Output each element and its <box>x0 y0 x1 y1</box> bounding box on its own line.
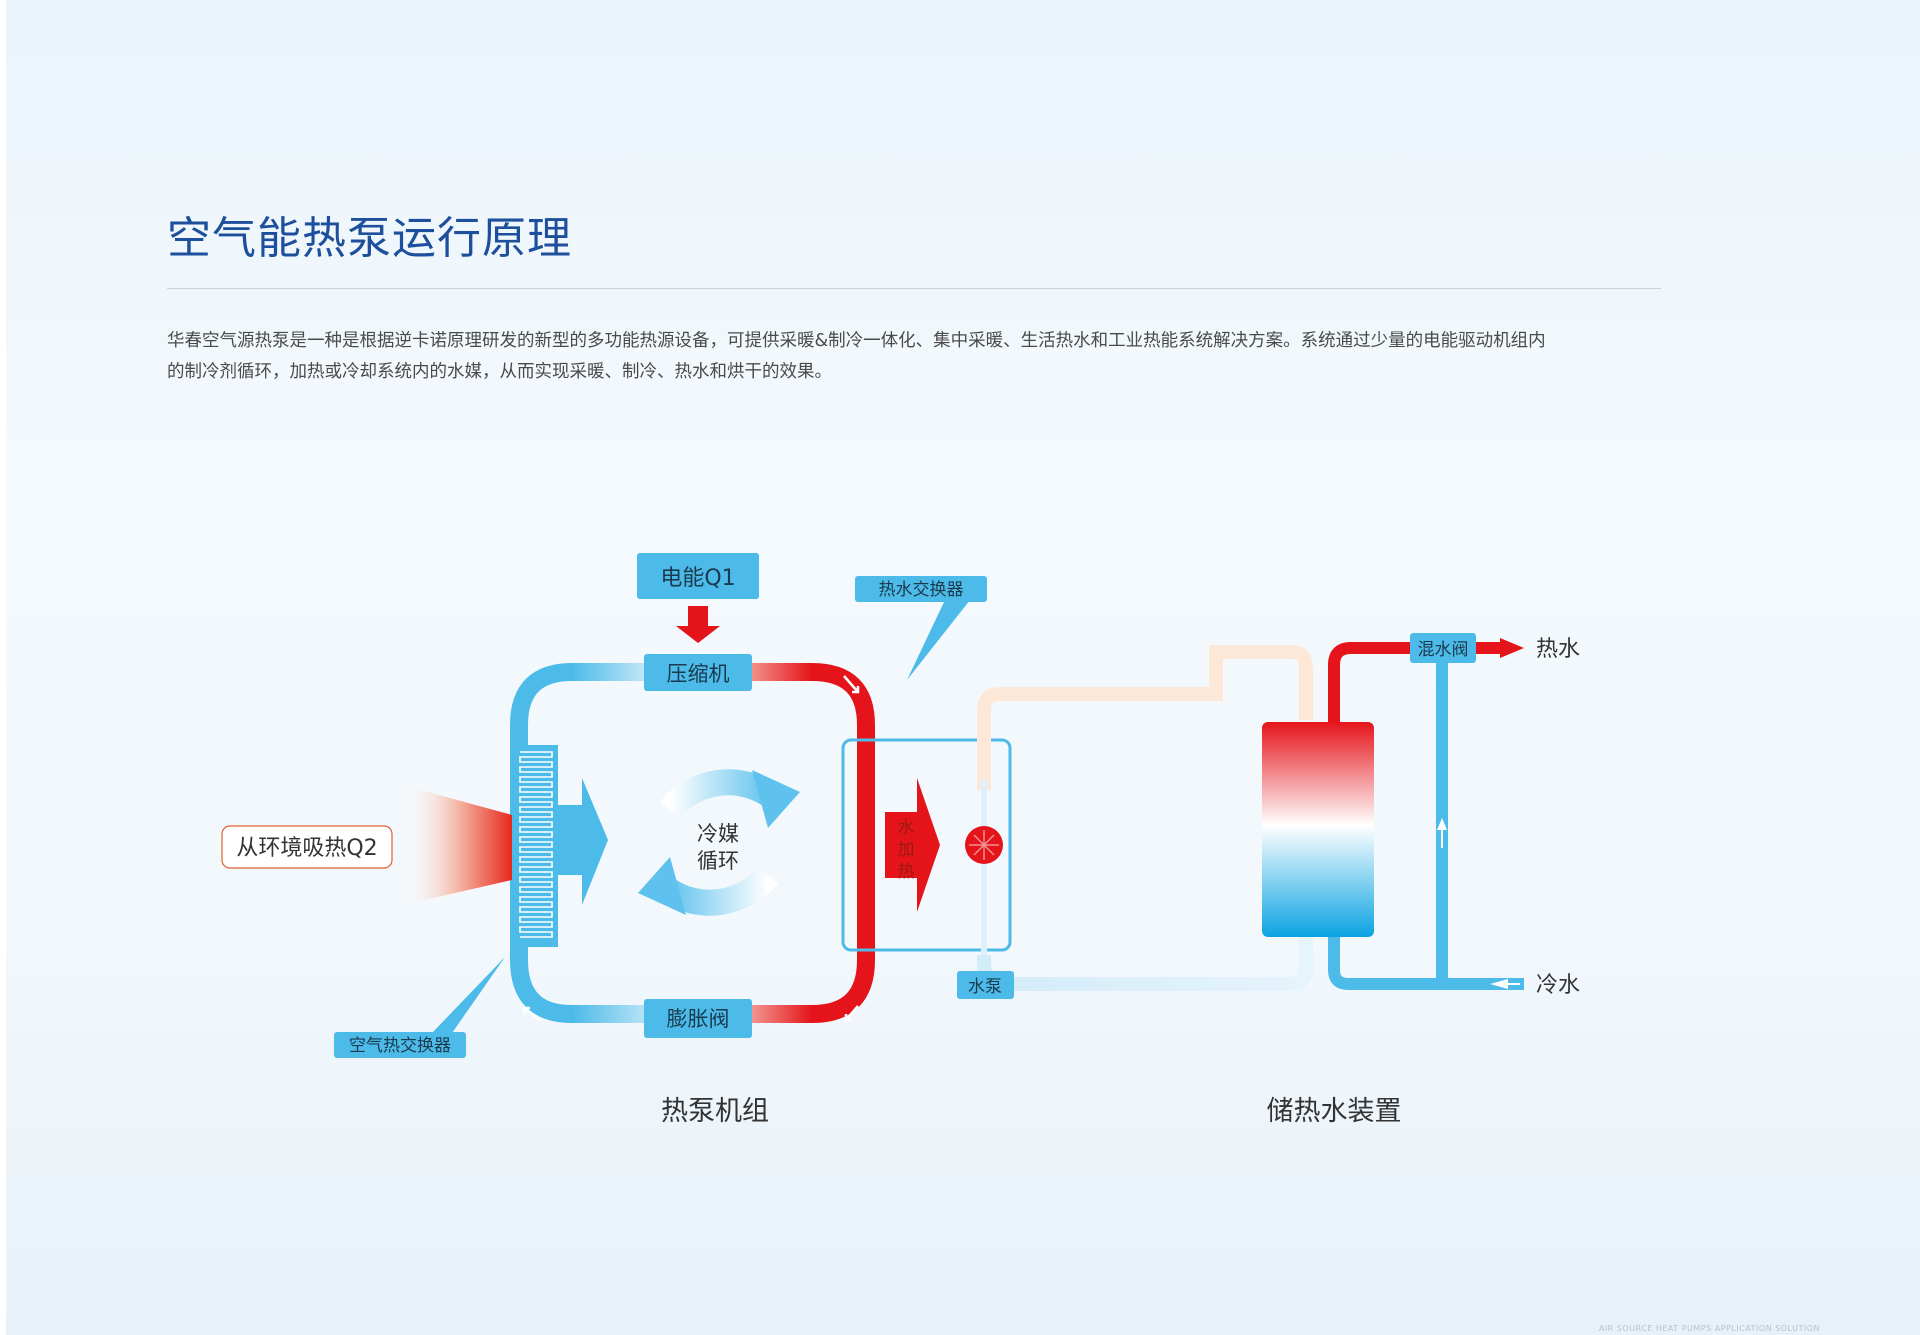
cold-inflow-arrow-icon <box>1490 979 1508 989</box>
intro-line: 华春空气源热泵是一种是根据逆卡诺原理研发的新型的多功能热源设备，可提供采暖&制冷… <box>167 331 1546 351</box>
bypass-up-arrow-icon <box>1437 818 1447 830</box>
hot-water-exchanger <box>841 738 1012 952</box>
cycle-arrow-icon <box>638 857 686 915</box>
compressor-box <box>644 654 752 691</box>
mixing-valve-box <box>1410 633 1476 663</box>
coil-fins <box>519 751 553 938</box>
cycle-arrow-icon <box>752 770 800 828</box>
air-exchanger-pointer <box>432 957 505 1033</box>
unit-caption: 热泵机组 <box>661 1096 769 1127</box>
ambient-heat-label: 从环境吸热Q2 <box>236 836 377 861</box>
water-heating-arrow-icon <box>885 778 940 912</box>
electric-input-box <box>637 553 759 599</box>
hot-water-arrow-icon <box>1500 638 1524 658</box>
storage-caption: 储热水装置 <box>1267 1096 1402 1127</box>
heat-flow-arrow-icon <box>558 778 608 905</box>
title-divider <box>167 288 1661 289</box>
storage-tank <box>1262 722 1374 937</box>
page-title: 空气能热泵运行原理 <box>167 213 572 264</box>
flow-arrow-icon <box>522 1006 530 1014</box>
water-heating-char: 热 <box>898 862 915 882</box>
cycle-arrow-icon <box>659 769 778 819</box>
water-pump-box <box>957 971 1014 999</box>
hot-exchanger-pointer <box>907 600 970 680</box>
water-pump-label: 水泵 <box>968 977 1002 997</box>
electric-down-arrow-icon <box>676 606 720 643</box>
cycle-arrow-icon <box>660 866 779 916</box>
flow-arrow-icon <box>523 1007 541 1021</box>
hot-outlet-pipe <box>1328 642 1500 722</box>
intro-text: 华春空气源热泵是一种是根据逆卡诺原理研发的新型的多功能热源设备，可提供采暖&制冷… <box>167 326 1667 388</box>
electric-input-label: 电能Q1 <box>660 566 735 591</box>
cold-inlet-pipe <box>1328 937 1524 990</box>
footer-text: AIR SOURCE HEAT PUMPS APPLICATION SOLUTI… <box>1598 1324 1820 1333</box>
expansion-valve-box <box>644 999 752 1038</box>
cold-water-label: 冷水 <box>1536 973 1580 998</box>
cycle-label: 冷媒 <box>697 822 739 846</box>
intro-line: 的制冷剂循环，加热或冷却系统内的水媒，从而实现采暖、制冷、热水和烘干的效果。 <box>167 362 832 382</box>
heat-pump-diagram: 冷媒 循环 电能Q1 压缩机 膨胀阀 从环境吸热Q2 空气热交换器 热水交换器 … <box>221 553 1580 1127</box>
flow-arrow-icon <box>844 1014 852 1022</box>
pump-rotor-icon <box>969 830 999 860</box>
hot-exchanger-box <box>855 576 987 602</box>
expansion-valve-label: 膨胀阀 <box>667 1007 730 1031</box>
ambient-heat-wedge <box>402 785 512 905</box>
water-return-pipe <box>977 750 1313 991</box>
water-heating-char: 水 <box>898 818 915 838</box>
hot-exchanger-label: 热水交换器 <box>879 580 964 600</box>
page-edge <box>0 0 6 1335</box>
air-exchanger-box <box>334 1032 466 1058</box>
flow-arrow-icon <box>845 1005 859 1021</box>
water-supply-pipe <box>977 645 1313 790</box>
flow-arrow-icon <box>852 686 860 694</box>
right-pipe <box>811 663 875 1023</box>
cycle-label: 循环 <box>697 849 739 873</box>
flow-arrow-icon <box>843 675 859 693</box>
mixing-valve-label: 混水阀 <box>1418 640 1469 660</box>
compressor-label: 压缩机 <box>667 662 730 686</box>
water-heating-char: 加 <box>898 840 915 860</box>
ambient-heat-box <box>221 825 393 869</box>
hot-water-label: 热水 <box>1536 637 1580 662</box>
air-exchanger-label: 空气热交换器 <box>349 1036 451 1056</box>
